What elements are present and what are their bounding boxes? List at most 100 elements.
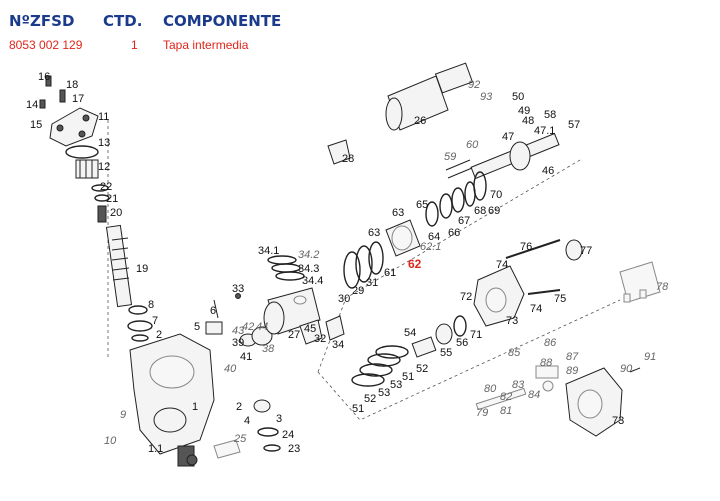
- label-67: 67: [458, 215, 470, 227]
- screw-91: [629, 367, 641, 373]
- label-52b: 52: [364, 393, 376, 405]
- label-7: 7: [152, 315, 158, 327]
- label-64: 64: [428, 231, 440, 243]
- row-component: Tapa intermedia: [163, 38, 249, 52]
- label-41: 41: [240, 351, 252, 363]
- label-27: 27: [288, 329, 300, 341]
- row-ref: 8053 002 129: [9, 38, 83, 52]
- label-30: 30: [338, 293, 350, 305]
- label-51a: 51: [402, 371, 414, 383]
- label-8: 8: [148, 299, 154, 311]
- label-10: 10: [104, 435, 117, 447]
- label-47: 47: [502, 131, 514, 143]
- label-14: 14: [26, 99, 38, 111]
- label-61: 61: [384, 267, 396, 279]
- bearing-12: [75, 159, 99, 179]
- label-88: 88: [540, 357, 553, 369]
- label-66: 66: [448, 227, 460, 239]
- label-50: 50: [512, 91, 524, 103]
- label-79: 79: [476, 407, 488, 419]
- label-83: 83: [512, 379, 525, 391]
- pins-59-60: [445, 159, 473, 179]
- valve-housing-73-upper: [473, 265, 525, 327]
- label-15: 15: [30, 119, 42, 131]
- label-52a: 52: [416, 363, 428, 375]
- row-qty: 1: [131, 38, 138, 52]
- label-19: 19: [136, 263, 148, 275]
- label-86: 86: [544, 337, 557, 349]
- label-80: 80: [484, 383, 497, 395]
- label-91: 91: [644, 351, 656, 363]
- label-65: 65: [416, 199, 428, 211]
- label-29: 29: [352, 285, 364, 297]
- label-62-1: 62.1: [420, 241, 441, 253]
- ring-23: [263, 444, 281, 452]
- label-93: 93: [480, 91, 493, 103]
- label-34-2: 34.2: [298, 249, 319, 261]
- screw-33: [235, 293, 241, 299]
- label-77: 77: [580, 245, 592, 257]
- label-2a: 2: [156, 329, 162, 341]
- seal-rings-34: [267, 255, 305, 281]
- label-87: 87: [566, 351, 579, 363]
- cap-77: [565, 239, 583, 261]
- label-78: 78: [656, 281, 669, 293]
- label-82: 82: [500, 391, 512, 403]
- label-5: 5: [194, 321, 200, 333]
- label-55: 55: [440, 347, 452, 359]
- label-63b: 63: [368, 227, 380, 239]
- label-25: 25: [233, 433, 247, 445]
- worm-shaft-19: [105, 224, 133, 308]
- label-73a: 73: [506, 315, 518, 327]
- bolt-76: [505, 239, 561, 259]
- label-53b: 53: [378, 387, 390, 399]
- label-58: 58: [544, 109, 556, 121]
- washer-22: [91, 184, 109, 192]
- label-31: 31: [366, 277, 378, 289]
- plate-5: [205, 321, 223, 335]
- label-48: 48: [522, 115, 534, 127]
- bracket-45: [299, 319, 323, 345]
- label-44: 44: [256, 321, 268, 333]
- label-34-1: 34.1: [258, 245, 279, 257]
- valve-housing-73-lower: [565, 367, 623, 437]
- piston-27: [263, 287, 321, 335]
- label-38: 38: [262, 343, 275, 355]
- label-56: 56: [456, 337, 468, 349]
- label-34: 34: [332, 339, 344, 351]
- pin-20: [97, 205, 107, 223]
- label-72: 72: [460, 291, 472, 303]
- label-28: 28: [342, 153, 354, 165]
- label-74a: 74: [496, 259, 508, 271]
- seal-rings-29-31: [343, 241, 384, 289]
- label-68: 68: [474, 205, 486, 217]
- label-9: 9: [120, 409, 126, 421]
- label-3: 3: [276, 413, 282, 425]
- label-13: 13: [98, 137, 110, 149]
- valve-module-78: [619, 261, 661, 303]
- rings-68-70: [464, 171, 487, 207]
- label-89: 89: [566, 365, 578, 377]
- assembly-guide-line: [317, 159, 581, 373]
- valve-parts-79-89: [475, 365, 559, 411]
- label-60: 60: [466, 139, 479, 151]
- label-2b: 2: [236, 401, 242, 413]
- label-20: 20: [110, 207, 122, 219]
- label-11: 11: [98, 111, 109, 123]
- header-qty: CTD.: [103, 12, 143, 30]
- bolt-6: [213, 299, 219, 319]
- steering-housing-1: [129, 333, 215, 467]
- pump-motor-26: [385, 62, 474, 131]
- label-76: 76: [520, 241, 532, 253]
- label-23: 23: [288, 443, 300, 455]
- label-16: 16: [38, 71, 50, 83]
- cover-plate-11: [49, 107, 99, 147]
- bracket-32: [325, 315, 345, 341]
- label-21: 21: [106, 193, 118, 205]
- label-92: 92: [468, 79, 480, 91]
- label-70: 70: [490, 189, 502, 201]
- bolt-75: [527, 289, 561, 295]
- part-labels: 16 18 17 14 11 15 13 12 22 21 20 19 8 7 …: [26, 71, 669, 455]
- header-component: COMPONENTE: [163, 12, 282, 30]
